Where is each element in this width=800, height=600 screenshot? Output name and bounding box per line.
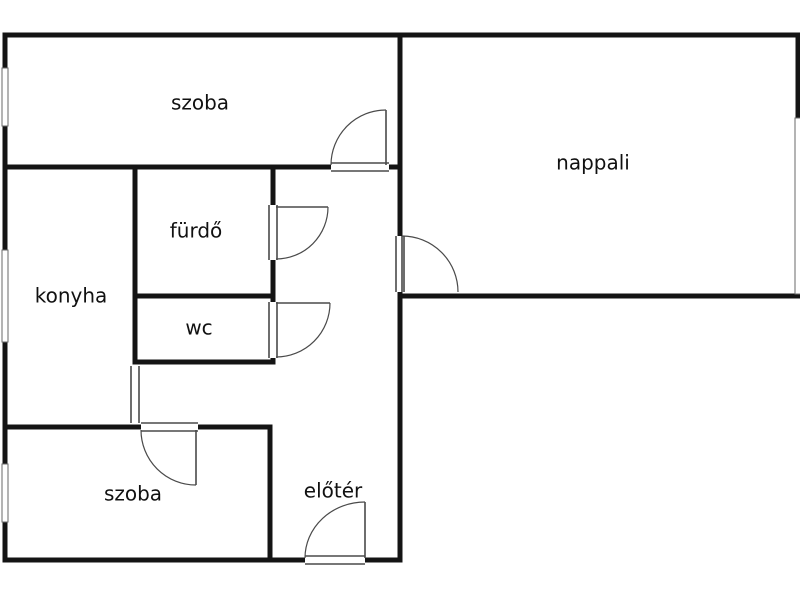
opening-furdo bbox=[269, 205, 277, 260]
door-szoba-top bbox=[330, 109, 387, 166]
walls bbox=[2, 32, 800, 563]
opening-szoba-bottom bbox=[141, 423, 198, 431]
room-label-szoba-bottom: szoba bbox=[104, 482, 162, 506]
door-wc bbox=[275, 302, 331, 358]
room-labels: szoba nappali fürdő konyha wc szoba előt… bbox=[35, 91, 630, 506]
opening-konyha-passage bbox=[131, 366, 139, 423]
room-label-nappali: nappali bbox=[556, 151, 630, 175]
windows bbox=[1, 67, 800, 523]
opening-wc bbox=[269, 302, 277, 358]
room-label-eloter: előtér bbox=[304, 479, 363, 503]
door-szoba-bottom bbox=[140, 429, 197, 486]
window-szoba-bottom bbox=[1, 463, 9, 523]
window-nappali bbox=[794, 117, 800, 295]
room-label-szoba-top: szoba bbox=[171, 91, 229, 115]
opening-nappali bbox=[396, 236, 404, 292]
openings bbox=[130, 162, 405, 565]
room-label-konyha: konyha bbox=[35, 284, 108, 308]
window-szoba-top bbox=[1, 67, 9, 127]
room-label-wc: wc bbox=[185, 316, 212, 340]
door-nappali bbox=[401, 235, 459, 293]
opening-entrance bbox=[305, 556, 365, 564]
opening-szoba-top bbox=[331, 163, 389, 171]
door-furdo bbox=[275, 206, 329, 260]
doors bbox=[140, 109, 459, 559]
window-konyha bbox=[1, 249, 9, 343]
door-entrance bbox=[304, 501, 366, 559]
room-label-furdo: fürdő bbox=[170, 219, 223, 243]
